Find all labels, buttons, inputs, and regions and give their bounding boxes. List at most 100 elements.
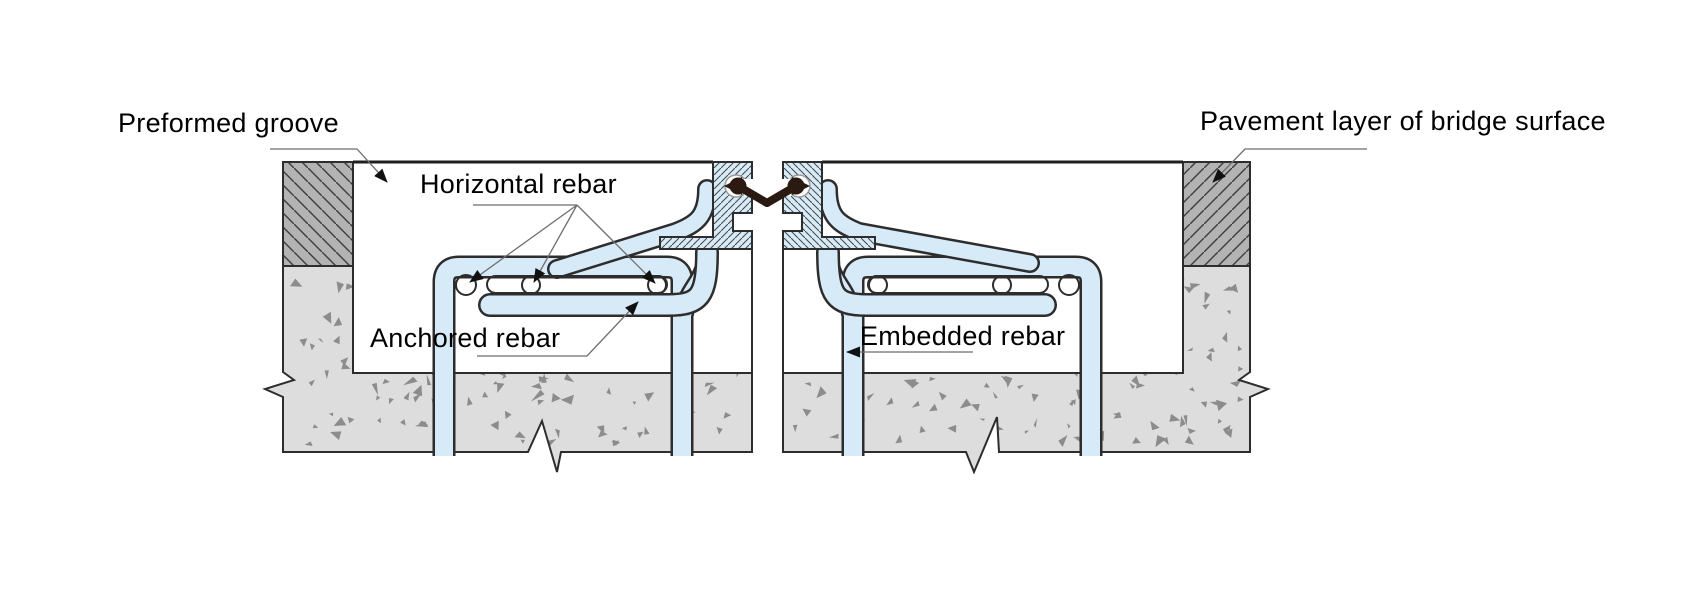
rebar-assembly-left bbox=[432, 179, 719, 456]
horizontal-rebar-leader-1 bbox=[469, 204, 578, 283]
rebar-assembly-right bbox=[816, 179, 1103, 456]
aggregate-fleck bbox=[959, 398, 972, 409]
aggregate-fleck bbox=[598, 431, 608, 438]
aggregate-fleck bbox=[1150, 420, 1160, 431]
concrete-left-outline bbox=[262, 265, 753, 473]
aggregate-fleck bbox=[413, 393, 422, 403]
aggregate-fleck bbox=[324, 370, 329, 380]
horizontal-rebar-section-1 bbox=[455, 274, 477, 296]
aggregate-fleck bbox=[317, 338, 324, 344]
pavement-block-right bbox=[1182, 161, 1251, 267]
aggregate-fleck bbox=[531, 383, 542, 390]
aggregate-fleck bbox=[1238, 366, 1244, 372]
aggregate-fleck bbox=[1237, 345, 1242, 352]
aggregate-fleck bbox=[537, 399, 545, 406]
aggregate-fleck bbox=[418, 420, 429, 426]
aggregate-fleck bbox=[1206, 352, 1212, 362]
aggregate-fleck bbox=[867, 393, 875, 401]
aggregate-fleck bbox=[520, 439, 525, 444]
aggregate-fleck bbox=[637, 431, 644, 439]
aggregate-fleck bbox=[1113, 411, 1122, 419]
aggregate-fleck bbox=[1190, 283, 1201, 290]
aggregate-fleck bbox=[929, 377, 936, 382]
annotations: Preformed groove Pavement layer of bridg… bbox=[118, 106, 1606, 358]
rebar-slot-right bbox=[867, 275, 1049, 294]
aggregate-fleck bbox=[551, 393, 561, 403]
aggregate-fleck bbox=[1180, 415, 1186, 428]
aggregate-fleck bbox=[1000, 375, 1012, 383]
aggregate-fleck bbox=[541, 373, 547, 383]
anchored-rebar-leader bbox=[477, 301, 639, 357]
aggregate-fleck bbox=[706, 384, 718, 396]
aggregate-fleck bbox=[804, 382, 812, 387]
aggregate-fleck bbox=[382, 378, 390, 385]
aggregate-fleck bbox=[1207, 347, 1215, 353]
pavement-layer-leader bbox=[1212, 148, 1367, 183]
aggregate-fleck bbox=[1216, 399, 1228, 412]
concrete-right-outline bbox=[782, 265, 1271, 475]
aggregate-fleck bbox=[403, 391, 410, 401]
aggregate-fleck bbox=[1229, 380, 1241, 387]
aggregate-fleck bbox=[555, 428, 560, 439]
aggregate-fleck bbox=[971, 403, 980, 412]
aggregate-fleck bbox=[340, 357, 349, 366]
aggregate-fleck bbox=[704, 382, 715, 388]
aggregate-fleck bbox=[333, 317, 343, 327]
aggregate-fleck bbox=[792, 424, 798, 433]
horizontal-rebar-leader-3 bbox=[576, 204, 656, 284]
joint-rubber-seal bbox=[724, 177, 810, 207]
aggregate-fleck bbox=[490, 420, 499, 431]
pavement-block-left bbox=[282, 161, 354, 267]
aggregate-fleck bbox=[400, 419, 406, 426]
aggregate-fleck bbox=[308, 379, 315, 387]
aggregate-fleck bbox=[322, 311, 332, 324]
aggregate-fleck bbox=[919, 425, 926, 433]
aggregate-fleck bbox=[1024, 430, 1029, 434]
aggregate-fleck bbox=[1222, 424, 1231, 435]
aggregate-fleck bbox=[1188, 387, 1195, 392]
aggregate-fleck bbox=[482, 391, 489, 398]
aggregate-fleck bbox=[497, 382, 505, 393]
aggregate-fleck bbox=[947, 424, 957, 433]
aggregate-fleck bbox=[1169, 413, 1181, 422]
horizontal-rebar-section-2 bbox=[521, 275, 541, 295]
aggregate-fleck bbox=[1209, 401, 1219, 406]
aggregate-fleck bbox=[644, 392, 655, 402]
u-loop-right bbox=[844, 258, 1100, 456]
aggregate-fleck bbox=[1204, 291, 1211, 304]
aggregate-fleck bbox=[377, 417, 381, 424]
aggregate-fleck bbox=[1187, 428, 1196, 434]
aggregate-fleck bbox=[564, 373, 575, 383]
aggregate-fleck bbox=[1222, 286, 1233, 291]
aggregate-fleck bbox=[1217, 418, 1222, 424]
aggregate-fleck bbox=[1200, 401, 1208, 408]
aggregate-fleck bbox=[388, 398, 394, 405]
aggregate-fleck bbox=[333, 417, 347, 426]
aggregate-fleck bbox=[1129, 382, 1136, 389]
embedded-rebar-label: Embedded rebar bbox=[860, 321, 1065, 351]
aggregate-fleck bbox=[426, 374, 432, 386]
aggregate-fleck bbox=[371, 382, 378, 396]
aggregate-fleck bbox=[938, 391, 947, 401]
aggregate-fleck bbox=[829, 433, 839, 439]
aggregate-fleck bbox=[328, 412, 334, 417]
aggregate-fleck bbox=[911, 400, 920, 408]
aggregate-fleck bbox=[560, 394, 574, 405]
horizontal-rebar-leader-2 bbox=[533, 204, 578, 283]
aggregate-fleck bbox=[1033, 418, 1037, 428]
aggregate-fleck bbox=[723, 412, 732, 419]
aggregate-fleck bbox=[504, 410, 512, 419]
aggregate-fleck bbox=[1017, 384, 1024, 390]
aggregate-fleck bbox=[304, 441, 313, 446]
horizontal-rebar-section-5 bbox=[992, 275, 1012, 295]
horizontal-rebar-section-3 bbox=[647, 275, 667, 295]
aggregate-fleck bbox=[1067, 423, 1071, 429]
aggregate-fleck bbox=[1222, 331, 1228, 343]
anchored-rebar-label: Anchored rebar bbox=[370, 323, 560, 353]
aggregate-fleck bbox=[895, 434, 903, 444]
aggregate-fleck bbox=[412, 384, 423, 397]
aggregate-fleck bbox=[336, 281, 344, 294]
aggregate-fleck bbox=[983, 382, 990, 388]
